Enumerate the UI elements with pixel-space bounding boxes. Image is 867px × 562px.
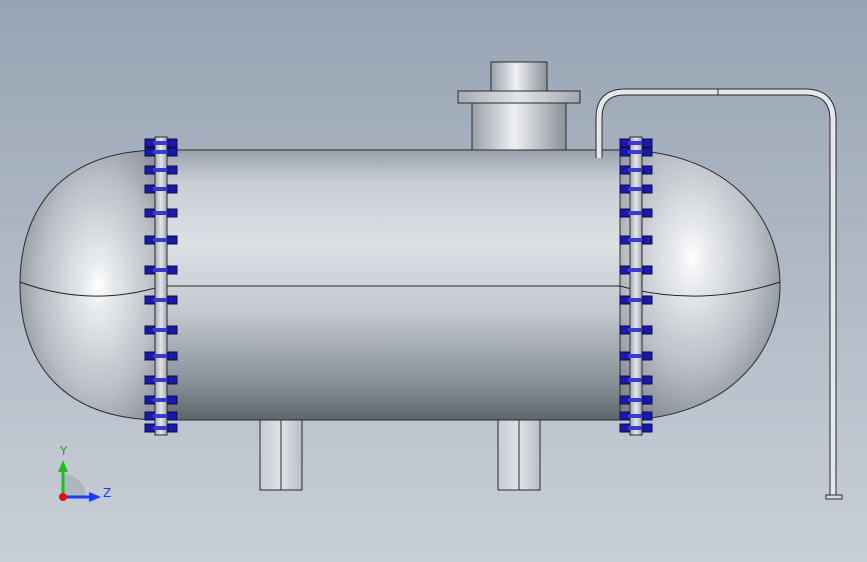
right-flange-bolt (619, 395, 653, 405)
left-flange-bolt (144, 325, 178, 335)
left-dished-head (19, 149, 163, 421)
right-flange-bolt (619, 208, 653, 218)
left-flange-bolt (144, 351, 178, 361)
left-flange-bolt (144, 138, 178, 148)
left-flange-bolt (144, 411, 178, 421)
left-flange-bolt (144, 423, 178, 433)
left-flange-bolt (144, 208, 178, 218)
right-flange-bolt (619, 411, 653, 421)
right-dished-head (619, 149, 781, 421)
y-axis-label: Y (59, 444, 68, 458)
right-flange-bolt (619, 235, 653, 245)
triad-arc (63, 474, 86, 497)
left-flange-bolt (144, 295, 178, 305)
right-flange-bolt (619, 165, 653, 175)
z-axis-arrow-head (89, 492, 101, 502)
z-axis-label: Z (103, 486, 111, 500)
left-flange-bolt (144, 184, 178, 194)
right-flange-bolt (619, 147, 653, 157)
right-flange-bolt (619, 295, 653, 305)
right-body-flange[interactable] (619, 136, 653, 436)
right-flange-bolt (619, 138, 653, 148)
left-body-flange[interactable] (144, 136, 178, 436)
y-axis-arrow-head (58, 460, 68, 472)
right-flange-bolt (619, 325, 653, 335)
right-flange-bolt (619, 375, 653, 385)
shell-seam-line (19, 281, 781, 297)
orientation-triad[interactable]: Y Z (58, 444, 111, 502)
cylindrical-shell (161, 149, 621, 421)
right-flange-bolt (619, 184, 653, 194)
left-flange-bolt (144, 395, 178, 405)
top-nozzle[interactable] (457, 61, 581, 160)
right-flange-bolt (619, 423, 653, 433)
right-flange-bolt (619, 265, 653, 275)
left-flange-bolt (144, 165, 178, 175)
side-pipe[interactable] (595, 88, 843, 500)
left-flange-bolt (144, 375, 178, 385)
right-flange-bolt (619, 351, 653, 361)
x-axis-dot (59, 493, 67, 501)
vessel-body[interactable] (19, 149, 781, 421)
left-flange-bolt (144, 147, 178, 157)
left-flange-bolt (144, 265, 178, 275)
left-flange-bolt (144, 235, 178, 245)
